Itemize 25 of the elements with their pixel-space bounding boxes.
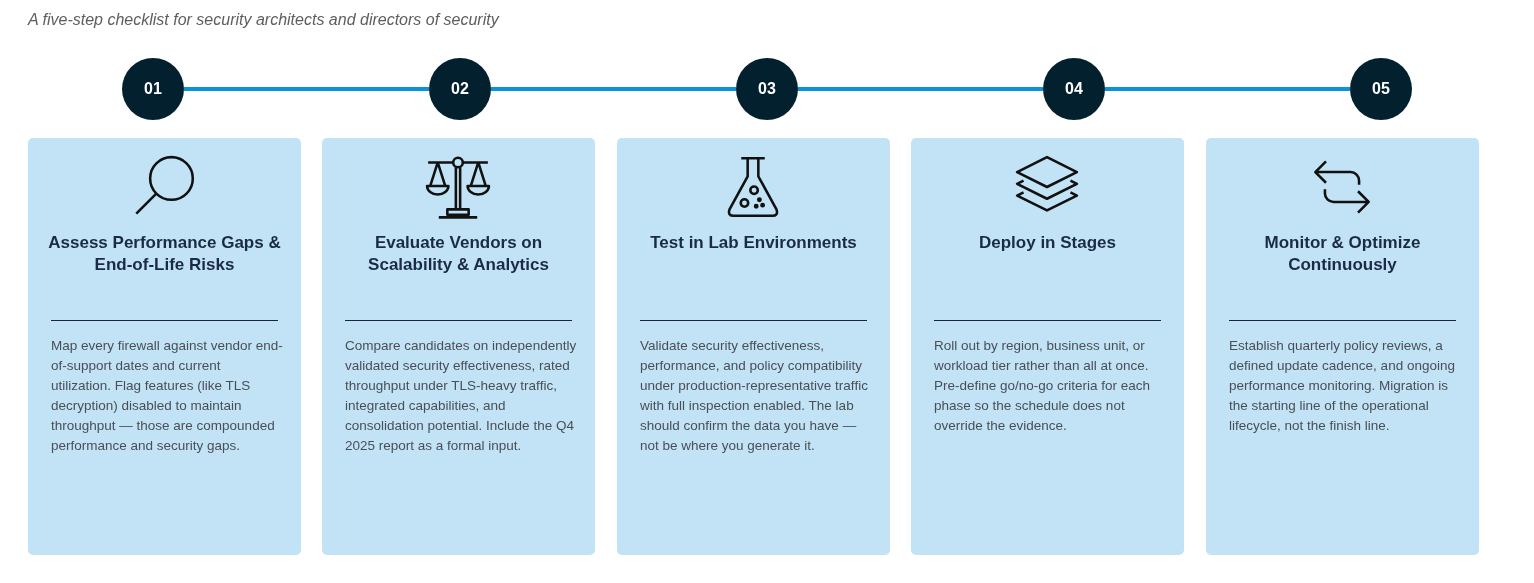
step-heading: Evaluate Vendors on Scalability & Analytics xyxy=(367,232,550,276)
step-card xyxy=(1206,138,1479,555)
connector-line xyxy=(491,87,736,91)
step-number: 05 xyxy=(1350,58,1412,120)
step-number: 04 xyxy=(1043,58,1105,120)
step-description: Establish quarterly policy reviews, a defined update cadence, and ongoing performance monitoring. Migration is the starting line of the operational lifecycle, not the finish line. xyxy=(1229,337,1456,435)
step-card xyxy=(322,138,595,555)
step-number: 01 xyxy=(122,58,184,120)
step-card xyxy=(911,138,1184,555)
step-description: Map every firewall against vendor end-of-support dates and current utilization. Flag features (like TLS decryption) disabled to maintain throughput — those are compounded performance and security gaps. xyxy=(51,337,284,455)
step-number: 02 xyxy=(429,58,491,120)
connector-line xyxy=(184,87,429,91)
step-card xyxy=(28,138,301,555)
connector-line xyxy=(1105,87,1350,91)
step-description: Roll out by region, business unit, or workload tier rather than all at once. Pre-define go/no-go criteria for each phase so the schedule does not override the evidence. xyxy=(934,337,1152,435)
step-heading: Test in Lab Environments xyxy=(649,232,858,254)
step-heading: Monitor & Optimize Continuously xyxy=(1264,232,1421,276)
step-card xyxy=(617,138,890,555)
step-number: 03 xyxy=(736,58,798,120)
step-description: Validate security effectiveness, performance, and policy compatibility under production-representative traffic with full inspection enabled. The lab should confirm the data you have — not be where you generate it. xyxy=(640,337,869,455)
step-description: Compare candidates on independently validated security effectiveness, rated throughput under TLS-heavy traffic, integrated capabilities, and consolidation potential. Include the Q4 2025 report as a formal input. xyxy=(345,337,578,455)
connector-line xyxy=(798,87,1043,91)
step-heading: Deploy in Stages xyxy=(978,232,1117,254)
subtitle: A five-step checklist for security architects and directors of security xyxy=(28,11,499,29)
step-heading: Assess Performance Gaps & End-of-Life Risks xyxy=(47,232,282,276)
